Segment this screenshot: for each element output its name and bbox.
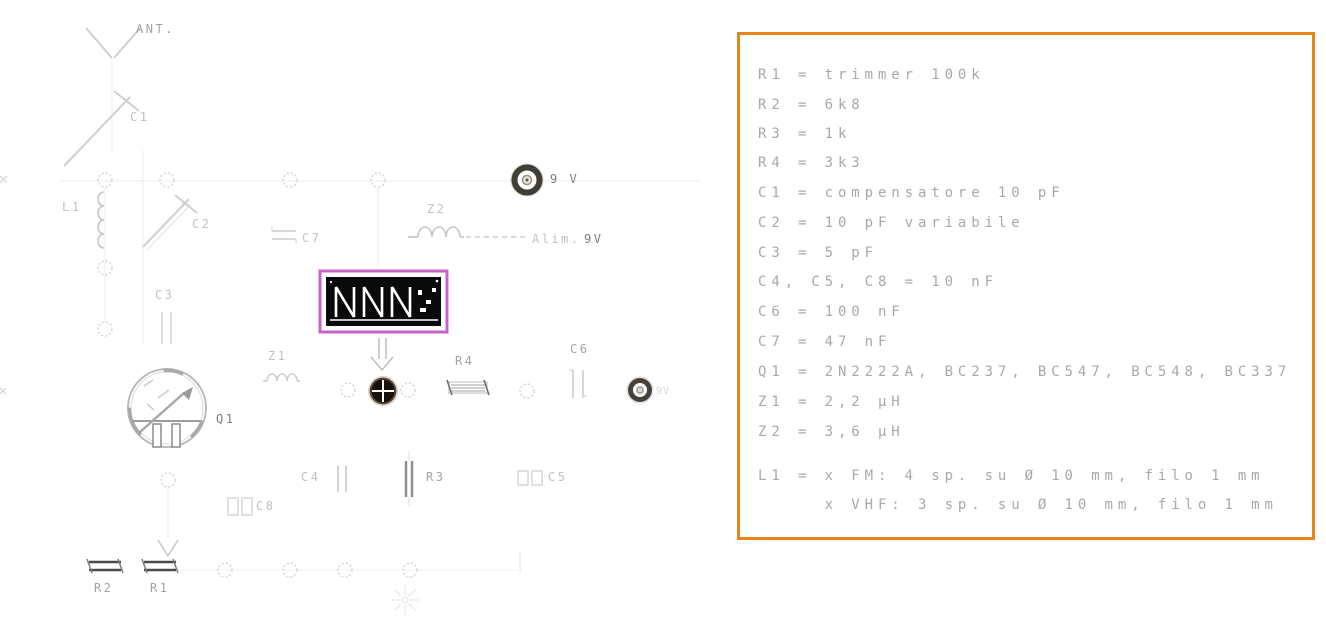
parts-line-l1-fm: L1 = x FM: 4 sp. su Ø 10 mm, filo 1 mm bbox=[758, 468, 1265, 484]
assembly-drawing: ANT. C1 L1 C2 C3 C7 Z2 Alim. 9V 9 V Z1 R… bbox=[0, 22, 700, 615]
resistor-r3-icon bbox=[404, 451, 414, 506]
coil-l1-icon bbox=[97, 191, 105, 249]
label-r2: R2 bbox=[94, 581, 114, 595]
parts-line-r1: R1 = trimmer 100k bbox=[758, 67, 985, 83]
label-r3: R3 bbox=[426, 470, 446, 484]
choke-z2-icon bbox=[408, 226, 528, 238]
cap-c3-icon bbox=[161, 312, 172, 344]
transistor-q1-icon bbox=[127, 368, 207, 448]
battery-snap2-icon bbox=[626, 376, 654, 404]
label-q1: Q1 bbox=[216, 412, 236, 426]
parts-line-c3: C3 = 5 pF bbox=[758, 245, 878, 261]
cap-c8-icon bbox=[227, 497, 253, 516]
cap-c7-icon bbox=[271, 227, 297, 243]
label-alim-voltage: 9V bbox=[584, 232, 604, 246]
battery-snap-icon bbox=[510, 163, 544, 197]
choke-z1-icon bbox=[263, 373, 300, 382]
label-c3: C3 bbox=[155, 288, 175, 302]
label-alim: Alim. bbox=[532, 232, 581, 246]
arrow-down-icon bbox=[370, 338, 394, 372]
antenna-icon bbox=[85, 27, 141, 59]
mic-photo-inset bbox=[318, 269, 449, 334]
parts-list-panel: R1 = trimmer 100k R2 = 6k8 R3 = 1k R4 = … bbox=[737, 32, 1315, 540]
label-l1: L1 bbox=[62, 200, 82, 214]
trace-wires bbox=[60, 60, 700, 572]
parts-line-r4: R4 = 3k3 bbox=[758, 155, 865, 171]
label-c6: C6 bbox=[570, 342, 590, 356]
parts-line-z2: Z2 = 3,6 µH bbox=[758, 424, 905, 440]
trimmer-c2-icon bbox=[142, 194, 198, 251]
parts-line-q1: Q1 = 2N2222A, BC237, BC547, BC548, BC337 bbox=[758, 364, 1292, 380]
parts-line-c4-c5-c8: C4, C5, C8 = 10 nF bbox=[758, 274, 998, 290]
label-z2: Z2 bbox=[427, 202, 447, 216]
label-r1: R1 bbox=[150, 581, 170, 595]
starburst-mark bbox=[391, 585, 419, 615]
cap-c4-icon bbox=[337, 466, 347, 492]
label-c1: C1 bbox=[130, 110, 150, 124]
parts-line-l1-vhf: x VHF: 3 sp. su Ø 10 mm, filo 1 mm bbox=[758, 497, 1278, 513]
resistor-r2-icon bbox=[86, 558, 124, 574]
parts-line-r3: R3 = 1k bbox=[758, 126, 852, 142]
parts-line-c7: C7 = 47 nF bbox=[758, 334, 892, 350]
label-c5: C5 bbox=[548, 470, 568, 484]
parts-line-c2: C2 = 10 pF variabile bbox=[758, 215, 1025, 231]
label-c4: C4 bbox=[301, 470, 321, 484]
edge-marks bbox=[0, 175, 8, 395]
adjust-arrow-icon bbox=[157, 539, 179, 558]
label-c2: C2 bbox=[192, 217, 212, 231]
parts-line-c1: C1 = compensatore 10 pF bbox=[758, 185, 1065, 201]
parts-line-c6: C6 = 100 nF bbox=[758, 304, 905, 320]
resistor-r4-icon bbox=[446, 379, 490, 396]
trimmer-c1-icon bbox=[63, 90, 140, 167]
cap-c5-icon bbox=[517, 470, 543, 486]
assembly-drawing-graphics bbox=[0, 27, 700, 615]
label-c7: C7 bbox=[302, 231, 322, 245]
cap-c6-icon bbox=[569, 369, 587, 398]
parts-line-r2: R2 = 6k8 bbox=[758, 97, 865, 113]
label-z1: Z1 bbox=[268, 349, 288, 363]
resistor-r1-icon bbox=[141, 539, 179, 574]
parts-line-z1: Z1 = 2,2 µH bbox=[758, 394, 905, 410]
label-c8: C8 bbox=[256, 499, 276, 513]
label-battery2-voltage: 9V bbox=[656, 386, 671, 397]
label-r4: R4 bbox=[455, 354, 475, 368]
label-antenna: ANT. bbox=[136, 22, 175, 36]
label-battery-voltage: 9 V bbox=[550, 172, 580, 186]
solder-pads bbox=[97, 172, 535, 578]
microphone-icon bbox=[368, 376, 398, 406]
